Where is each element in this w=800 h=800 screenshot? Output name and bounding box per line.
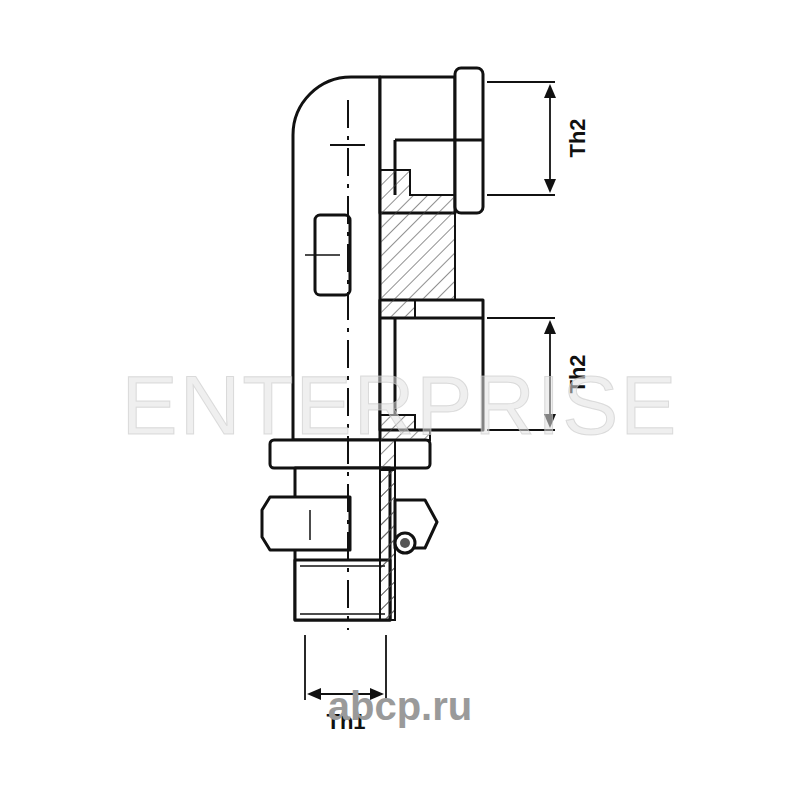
thread-dimension: Th2: [567, 118, 589, 157]
watermark: ENTERPRISE: [122, 363, 679, 447]
watermark-logo: abcp.ru: [328, 686, 472, 726]
